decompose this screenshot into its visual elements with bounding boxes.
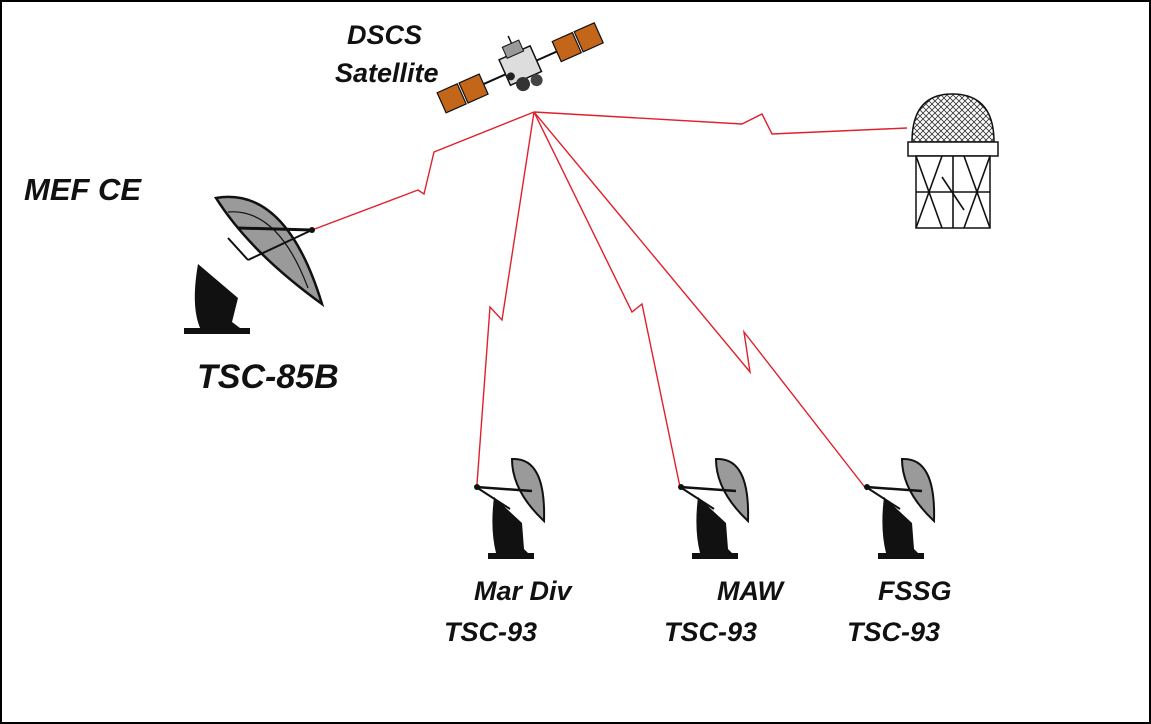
link-to-radome [533, 111, 908, 135]
small-dish-antenna-icon-fssg [864, 457, 936, 559]
small-dish-antenna-icon-mardiv [474, 457, 546, 559]
large-dish-antenna-icon [184, 195, 325, 334]
link-to-fssg [533, 111, 868, 491]
small-dish-antenna-icon-maw [678, 457, 750, 559]
terminal-3-unit-label: FSSG [878, 576, 952, 606]
terminal-3-model-label: TSC-93 [847, 617, 941, 647]
link-lines [311, 111, 908, 491]
terminal-1-unit-label: Mar Div [474, 576, 572, 606]
link-to-maw [533, 111, 681, 488]
terminal-2-model-label: TSC-93 [664, 617, 758, 647]
terminal-2-unit-label: MAW [717, 576, 783, 606]
link-to-mardiv [476, 111, 535, 485]
terminal-1-model-label: TSC-93 [444, 617, 538, 647]
link-to-tsc85b [311, 111, 535, 231]
radome-tower-icon [907, 93, 999, 229]
main-terminal-label: TSC-85B [197, 358, 339, 396]
mef-label: MEF CE [24, 172, 142, 207]
satellite-label-line2: Satellite [335, 58, 439, 88]
satellite-label-line1: DSCS [347, 20, 423, 50]
satellite-icon [436, 21, 605, 114]
